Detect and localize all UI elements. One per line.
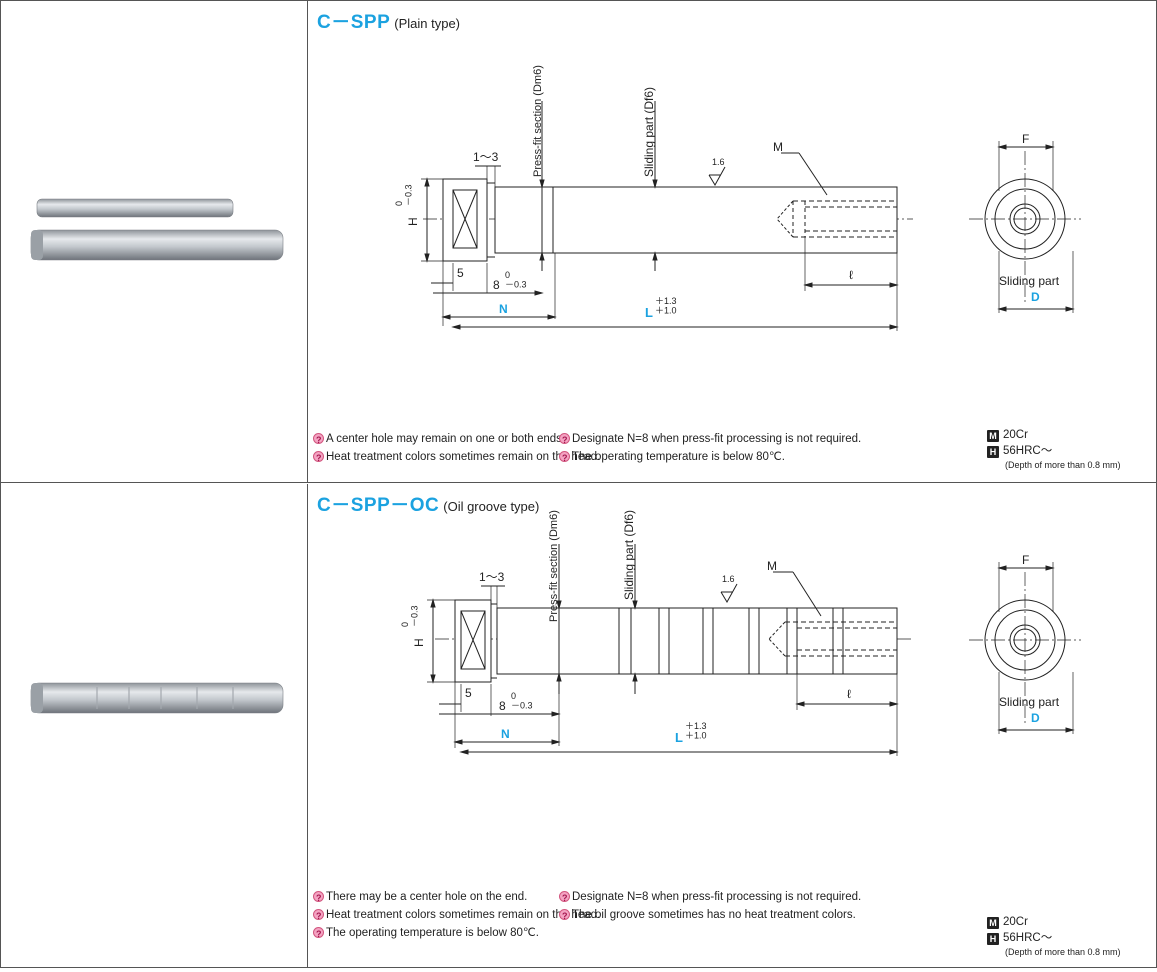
- note-item: The operating temperature is below 80℃.: [559, 449, 785, 466]
- dim-eight-tol: 0－0.3: [505, 270, 527, 289]
- dim-eight-tol: 0－0.3: [511, 691, 533, 710]
- end-d: D: [1031, 290, 1040, 304]
- dim-ell: ℓ: [849, 268, 853, 282]
- note-item: Heat treatment colors sometimes remain o…: [313, 449, 600, 466]
- note-item: The oil groove sometimes has no heat tre…: [559, 907, 856, 924]
- dim-five: 5: [465, 686, 472, 700]
- dim-five: 5: [457, 266, 464, 280]
- dim-h: H: [406, 217, 420, 226]
- pin-head: [31, 230, 43, 260]
- dim-press-fit: Press-fit section (Dm6): [548, 510, 560, 622]
- pin-photo: [30, 198, 284, 261]
- note-item: The operating temperature is below 80℃.: [313, 925, 539, 942]
- hint-bulb-icon: [313, 890, 324, 906]
- end-sliding-part: Sliding part: [999, 695, 1060, 709]
- oil-grooves: [96, 687, 234, 709]
- dimension-drawing-plain: Press-fit section (Dm6) Sliding part (Df…: [394, 65, 1081, 331]
- dim-m: M: [773, 140, 783, 154]
- groove-lines: [558, 608, 844, 674]
- hint-bulb-icon: [313, 926, 324, 942]
- product-subtitle: (Plain type): [394, 16, 460, 31]
- hardness-value: 56HRC～: [1003, 932, 1053, 944]
- product-code: C－SPP: [317, 12, 391, 33]
- hint-bulb-icon: [559, 890, 570, 906]
- dim-eight: 8: [499, 699, 506, 713]
- end-sliding-part: Sliding part: [999, 274, 1060, 288]
- product-title: C－SPP－OC(Oil groove type): [317, 490, 539, 517]
- pin-photo: [30, 682, 284, 714]
- note-item: Designate N=8 when press-fit processing …: [559, 889, 861, 906]
- pin-head: [31, 683, 43, 713]
- dim-l-tol: ＋1.3＋1.0: [685, 721, 707, 740]
- material-block: M 20Cr H 56HRC～ (Depth of more than 0.8 mm…: [987, 914, 1121, 958]
- dim-eight: 8: [493, 278, 500, 292]
- material-badge-icon: M: [987, 917, 999, 929]
- pin-large: [30, 229, 284, 261]
- dim-sliding: Sliding part (Df6): [622, 510, 636, 600]
- dim-h-tol: 0－0.3: [400, 605, 419, 627]
- dim-head-range: 1～3: [473, 150, 499, 164]
- dim-roughness: 1.6: [722, 574, 735, 584]
- hint-bulb-icon: [559, 908, 570, 924]
- product-photo-cell: [1, 1, 308, 482]
- dim-roughness: 1.6: [712, 157, 725, 167]
- pin-oil-groove: [30, 682, 284, 714]
- hint-bulb-icon: [559, 450, 570, 466]
- hardness-value: 56HRC～: [1003, 445, 1053, 457]
- material-value: 20Cr: [1003, 916, 1028, 928]
- dim-press-fit: Press-fit section (Dm6): [532, 65, 544, 177]
- product-row-oil-groove: C－SPP－OC(Oil groove type): [1, 484, 1156, 967]
- dim-h: H: [412, 638, 426, 647]
- dim-head-range: 1～3: [479, 570, 505, 584]
- end-d: D: [1031, 711, 1040, 725]
- product-code: C－SPP－OC: [317, 495, 440, 516]
- dim-n: N: [501, 727, 510, 741]
- dim-f: F: [1022, 132, 1029, 146]
- dimension-drawing-oil-groove: Press-fit section (Dm6) Sliding part (Df…: [400, 510, 1081, 756]
- dim-l-tol: ＋1.3＋1.0: [655, 296, 677, 315]
- product-row-plain: C－SPP(Plain type): [1, 1, 1156, 483]
- product-subtitle: (Oil groove type): [443, 499, 540, 514]
- dim-ell: ℓ: [847, 687, 851, 701]
- product-photo-cell: [1, 484, 308, 967]
- dim-l: L: [645, 305, 653, 320]
- dim-n: N: [499, 302, 508, 316]
- dim-sliding: Sliding part (Df6): [642, 87, 656, 177]
- dim-h-tol: 0－0.3: [394, 184, 413, 206]
- hint-bulb-icon: [313, 450, 324, 466]
- material-badge-icon: M: [987, 430, 999, 442]
- hardness-badge-icon: H: [987, 446, 999, 458]
- note-item: There may be a center hole on the end.: [313, 889, 527, 906]
- hardness-badge-icon: H: [987, 933, 999, 945]
- dim-m: M: [767, 559, 777, 573]
- product-title: C－SPP(Plain type): [317, 7, 460, 34]
- spec-cell-plain: C－SPP(Plain type): [309, 1, 1156, 482]
- hardness-depth: (Depth of more than 0.8 mm): [1005, 460, 1121, 470]
- hardness-depth: (Depth of more than 0.8 mm): [1005, 947, 1121, 957]
- note-item: A center hole may remain on one or both …: [313, 431, 565, 448]
- hint-bulb-icon: [313, 908, 324, 924]
- hint-bulb-icon: [313, 432, 324, 448]
- dim-l: L: [675, 730, 683, 745]
- spec-cell-oil-groove: C－SPP－OC(Oil groove type): [309, 484, 1156, 967]
- note-item: Designate N=8 when press-fit processing …: [559, 431, 861, 448]
- dim-f: F: [1022, 553, 1029, 567]
- pin-small: [36, 198, 234, 218]
- hint-bulb-icon: [559, 432, 570, 448]
- note-item: Heat treatment colors sometimes remain o…: [313, 907, 600, 924]
- material-value: 20Cr: [1003, 429, 1028, 441]
- material-block: M 20Cr H 56HRC～ (Depth of more than 0.8 mm…: [987, 427, 1121, 471]
